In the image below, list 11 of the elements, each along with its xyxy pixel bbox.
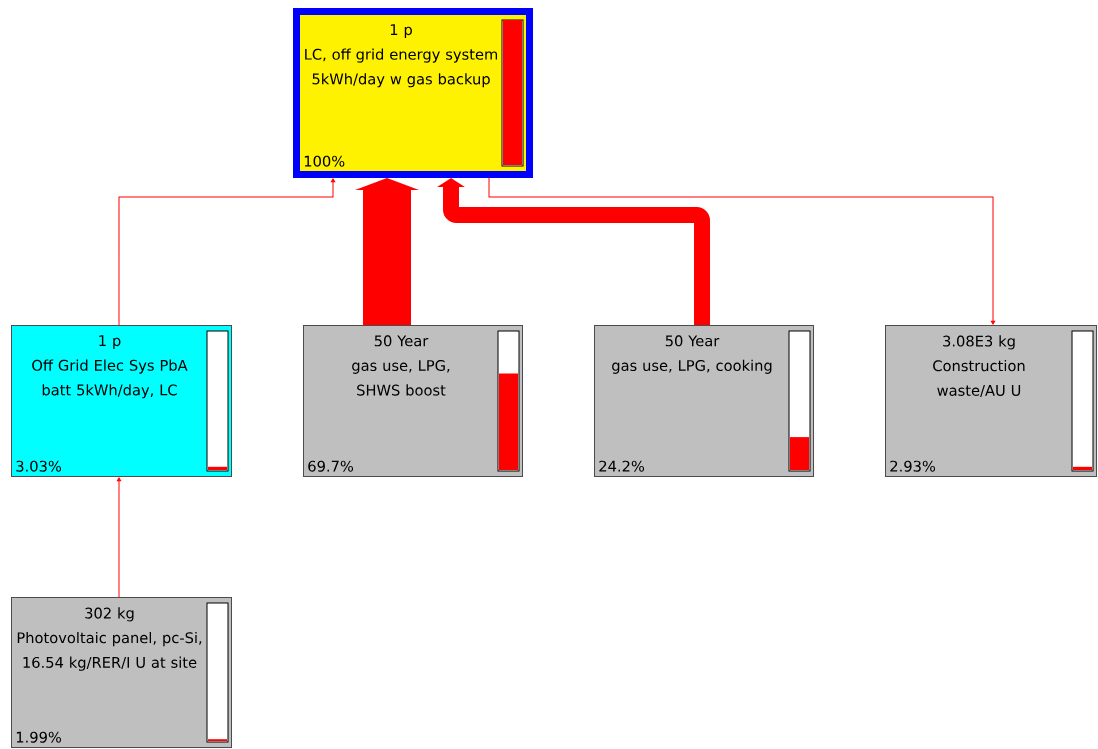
arrow [437,178,710,325]
process-box: 302 kg Photovoltaic panel, pc-Si, 16.54 kg/RER/I U at site 1.99% [11,597,232,748]
process-box: 1 p Off Grid Elec Sys PbA batt 5kWh/day, LC 3.03% [11,325,232,477]
process-box: 50 Year gas use, LPG, SHWS boost 69.7% [303,325,523,477]
arrow [116,477,122,598]
arrow [488,177,996,325]
process-box: 3.08E3 kg Construction waste/AU U 2.93% [885,325,1097,477]
process-box: 1 p LC, off grid energy system 5kWh/day w gas backup 100% [293,8,533,178]
process-box: 50 Year gas use, LPG, cooking 24.2% [594,325,814,477]
arrow [355,178,419,325]
arrow [118,178,336,326]
